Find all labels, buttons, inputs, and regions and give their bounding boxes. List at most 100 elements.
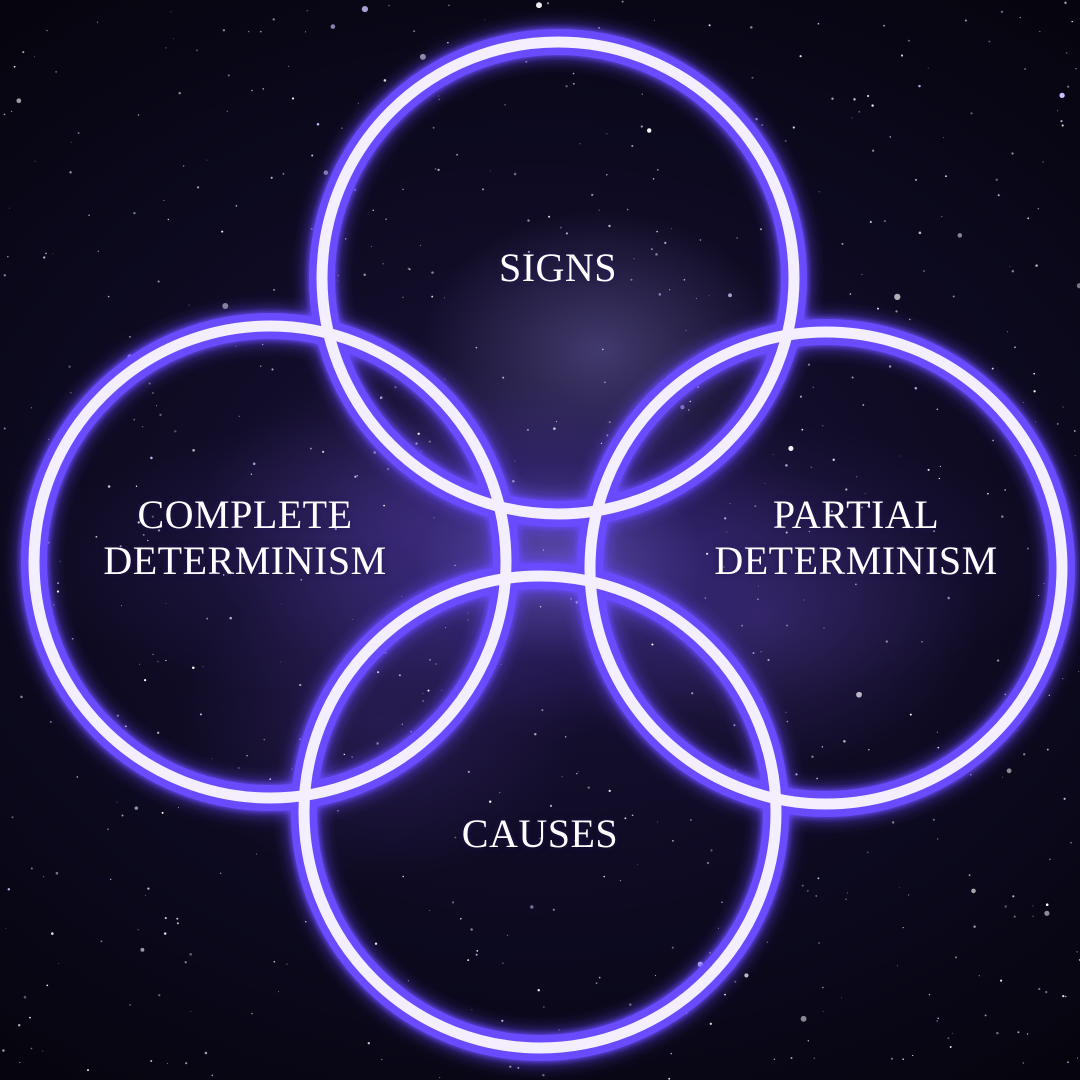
star [444, 378, 446, 380]
star [238, 415, 240, 417]
star [1006, 768, 1012, 774]
star [914, 178, 918, 181]
star [427, 689, 430, 692]
star [476, 950, 479, 952]
star [271, 368, 274, 371]
star [431, 295, 434, 298]
star [222, 303, 229, 309]
star [758, 585, 760, 587]
star [709, 1022, 712, 1025]
star [604, 381, 606, 384]
star [227, 74, 230, 77]
star [1062, 406, 1064, 408]
star [619, 879, 622, 882]
star [1071, 20, 1073, 23]
star [902, 927, 904, 929]
star [459, 917, 462, 920]
star [606, 174, 608, 176]
star [817, 22, 820, 25]
star [602, 348, 604, 351]
star [868, 749, 870, 751]
star [481, 188, 485, 191]
star [706, 861, 710, 865]
star [728, 293, 732, 298]
star [351, 756, 353, 758]
star [116, 714, 120, 717]
star [96, 21, 99, 23]
star [219, 872, 222, 875]
star [785, 464, 788, 467]
star [420, 450, 422, 452]
star [640, 125, 643, 128]
star [1042, 161, 1044, 163]
star [475, 953, 478, 956]
star [801, 884, 804, 887]
star [542, 549, 545, 551]
star [621, 0, 624, 3]
star [888, 365, 892, 368]
star [785, 711, 787, 713]
star [1062, 678, 1064, 680]
star [818, 942, 820, 944]
star [821, 746, 824, 748]
star [211, 1074, 214, 1077]
star [524, 821, 526, 823]
star [699, 239, 702, 241]
star [845, 898, 847, 900]
star [1062, 994, 1065, 998]
star [651, 248, 653, 250]
star [337, 274, 340, 277]
star [922, 270, 925, 273]
star [192, 449, 195, 452]
star [280, 546, 283, 549]
star [891, 821, 895, 824]
star [134, 806, 139, 810]
star [431, 271, 434, 274]
star [928, 573, 930, 575]
star [152, 653, 154, 656]
star [574, 839, 577, 843]
star [165, 47, 167, 49]
star [856, 476, 858, 478]
star [683, 278, 686, 281]
star [158, 994, 161, 997]
star [785, 531, 788, 534]
star [869, 220, 872, 224]
star [429, 659, 431, 661]
star [909, 713, 912, 716]
star [526, 428, 530, 432]
star [345, 238, 347, 240]
star [951, 1032, 953, 1034]
star [1057, 423, 1059, 425]
star [928, 993, 931, 996]
star [685, 329, 687, 331]
star [148, 382, 151, 385]
star [484, 19, 486, 21]
star [786, 720, 789, 723]
star [900, 54, 904, 57]
star [573, 82, 575, 85]
star [196, 186, 200, 189]
star [251, 89, 253, 92]
star [306, 10, 308, 12]
star [439, 1077, 441, 1079]
star [830, 510, 833, 513]
star [552, 908, 555, 911]
star [861, 506, 863, 509]
star [291, 97, 295, 100]
star [5, 928, 7, 930]
star [402, 296, 404, 298]
star [517, 1066, 520, 1069]
star [410, 730, 412, 733]
star [69, 171, 72, 174]
star [799, 55, 802, 58]
star [655, 975, 656, 977]
star [949, 1046, 952, 1048]
star [204, 1051, 208, 1055]
star [947, 596, 950, 600]
star [337, 809, 339, 812]
star [281, 603, 283, 605]
star [866, 94, 870, 98]
star [565, 232, 568, 235]
star [417, 432, 420, 435]
